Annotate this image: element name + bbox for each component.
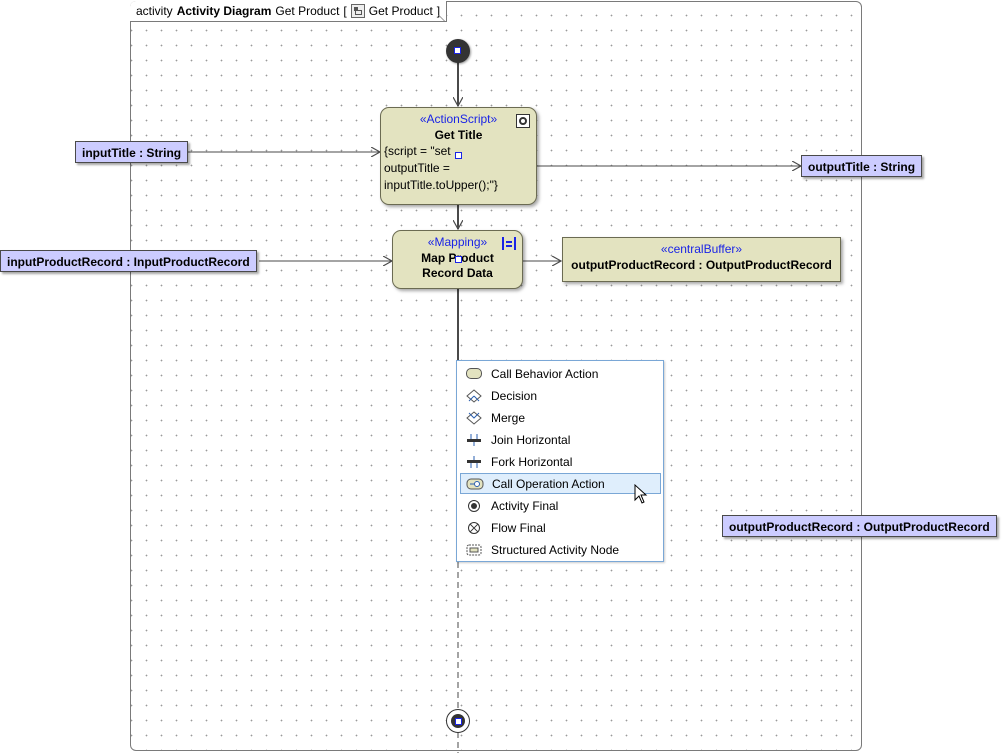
menu-item-decision[interactable]: Decision	[460, 385, 661, 406]
menu-item-flow-final[interactable]: Flow Final	[460, 517, 661, 538]
action-script-stereotype: «ActionScript»	[419, 112, 498, 126]
element-popup-menu[interactable]: Call Behavior Action Decision Merge Join…	[456, 360, 664, 562]
input-title-pin[interactable]: inputTitle : String	[75, 141, 189, 163]
menu-item-join-horizontal[interactable]: Join Horizontal	[460, 429, 661, 450]
mouse-cursor-icon	[634, 484, 648, 504]
join-horizontal-icon	[460, 429, 488, 450]
menu-item-call-behavior-action[interactable]: Call Behavior Action	[460, 363, 661, 384]
script-line-2: outputTitle =	[384, 161, 450, 175]
menu-item-activity-final[interactable]: Activity Final	[460, 495, 661, 516]
menu-item-label: Join Horizontal	[491, 432, 571, 447]
mapping-icon	[502, 237, 516, 251]
map-product-record-action[interactable]: «Mapping» Map Product Record Data	[392, 230, 523, 289]
selection-handle[interactable]	[454, 47, 461, 54]
menu-item-merge[interactable]: Merge	[460, 407, 661, 428]
menu-item-label: Structured Activity Node	[491, 542, 620, 557]
get-title-name: Get Title	[434, 128, 483, 142]
central-buffer-name: outputProductRecord : OutputProductRecor…	[571, 258, 832, 272]
activity-final-icon	[460, 495, 488, 516]
menu-item-label: Activity Final	[491, 498, 559, 513]
menu-item-call-operation-action[interactable]: Call Operation Action	[460, 473, 661, 494]
fork-horizontal-icon	[460, 451, 488, 472]
selection-handle[interactable]	[455, 152, 462, 159]
mapping-stereotype: «Mapping»	[427, 235, 488, 249]
frame-keyword: activity	[136, 4, 173, 18]
selection-handle[interactable]	[455, 256, 462, 263]
structured-activity-icon	[460, 539, 488, 560]
menu-item-label: Merge	[491, 410, 526, 425]
frame-owner-name: Get Product	[368, 4, 433, 18]
menu-item-label: Call Operation Action	[492, 476, 605, 491]
script-line-1: {script = "set	[384, 144, 451, 158]
frame-bracket-open: [	[343, 4, 347, 18]
central-buffer-stereotype: «centralBuffer»	[660, 242, 743, 256]
decision-icon	[460, 385, 488, 406]
central-buffer-node[interactable]: «centralBuffer» outputProductRecord : Ou…	[562, 237, 841, 282]
menu-item-label: Fork Horizontal	[491, 454, 573, 469]
menu-item-label: Flow Final	[491, 520, 546, 535]
map-name-line-2: Record Data	[422, 266, 493, 280]
script-line-3: inputTitle.toUpper();"}	[384, 178, 498, 192]
opaque-behavior-icon	[516, 114, 530, 128]
menu-item-structured-activity-node[interactable]: Structured Activity Node	[460, 539, 661, 560]
menu-item-label: Decision	[491, 388, 538, 403]
menu-item-label: Call Behavior Action	[491, 366, 599, 381]
initial-node[interactable]	[446, 39, 470, 63]
menu-item-fork-horizontal[interactable]: Fork Horizontal	[460, 451, 661, 472]
frame-bracket-close: ]	[436, 4, 441, 18]
merge-icon	[460, 407, 488, 428]
flow-final-icon	[460, 517, 488, 538]
get-title-action[interactable]: «ActionScript» Get Title {script = "set …	[380, 107, 537, 205]
frame-kind: Activity Diagram	[176, 4, 272, 18]
selection-handle[interactable]	[455, 718, 462, 725]
activity-icon	[350, 4, 365, 18]
output-product-record-pin[interactable]: outputProductRecord : OutputProductRecor…	[722, 515, 997, 537]
diagram-frame-tab: activity Activity Diagram Get Product [ …	[130, 1, 448, 22]
activity-final-node[interactable]	[446, 709, 470, 733]
input-product-record-pin[interactable]: inputProductRecord : InputProductRecord	[0, 250, 257, 272]
frame-diagram-name: Get Product	[275, 4, 340, 18]
call-operation-icon	[461, 473, 489, 494]
output-title-pin[interactable]: outputTitle : String	[801, 155, 923, 177]
call-behavior-icon	[460, 363, 488, 384]
